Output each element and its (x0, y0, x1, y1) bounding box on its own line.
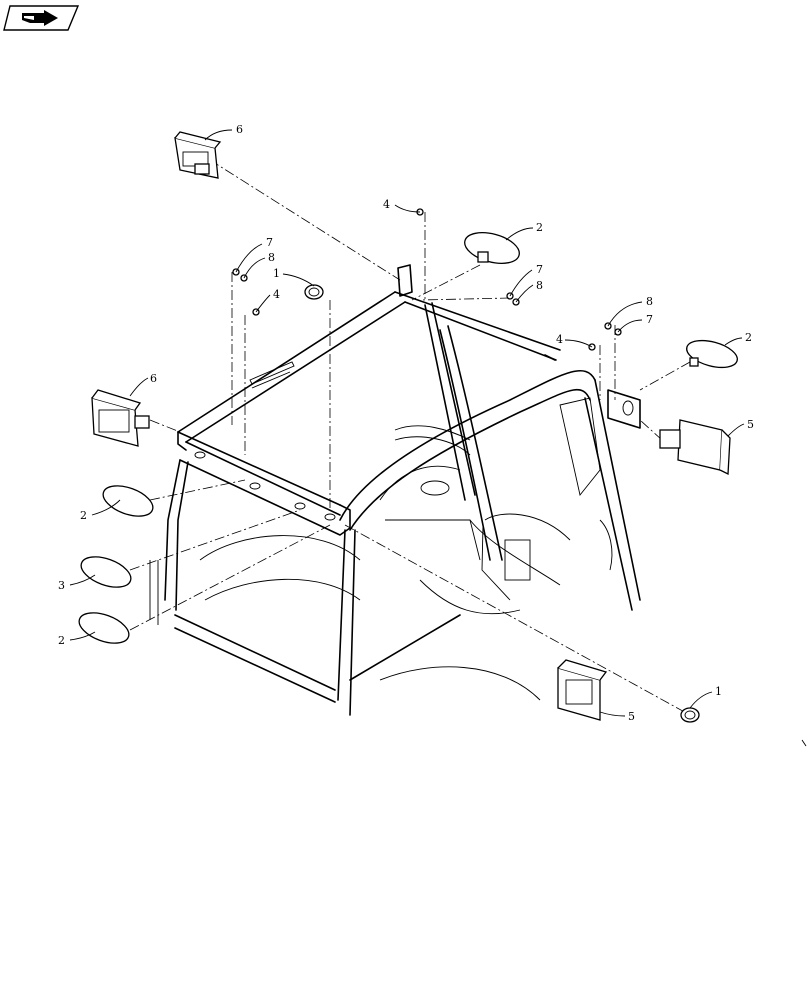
grommet-1-bottom[interactable] (680, 707, 700, 723)
marker-lamp-2-left-lower[interactable] (75, 607, 133, 649)
callout-6-top: 6 (236, 123, 243, 136)
marker-lamp-3-left[interactable] (77, 551, 135, 593)
work-lamp-6-top[interactable] (174, 131, 222, 179)
callout-6-left: 6 (150, 372, 157, 385)
callout-labels: 6 4 2 7 8 1 4 7 8 8 7 4 2 6 5 2 3 2 1 5 (58, 123, 754, 723)
callout-8-mid: 8 (536, 279, 543, 292)
page-turn-icon (22, 10, 58, 26)
marker-lamp-2-right[interactable] (684, 336, 740, 373)
marker-lamp-2-left-upper[interactable] (99, 480, 157, 522)
callout-2-top: 2 (536, 221, 543, 234)
callout-2-left-lower: 2 (58, 634, 65, 647)
grommet-1-top[interactable] (304, 284, 324, 300)
corner-mark (801, 739, 807, 747)
callout-3-left: 3 (58, 579, 65, 592)
callout-2-right: 2 (745, 331, 752, 344)
work-lamp-5-right[interactable] (659, 419, 731, 476)
callout-5-bottom: 5 (628, 710, 635, 723)
callout-8-right: 8 (646, 295, 653, 308)
work-lamp-5-bottom[interactable] (557, 659, 608, 721)
marker-lamp-2-top[interactable] (461, 227, 522, 269)
callout-1-bottom: 1 (715, 685, 722, 698)
page-nav-button[interactable] (3, 5, 80, 31)
callout-8-left: 8 (268, 251, 275, 264)
callout-7-right: 7 (646, 313, 653, 326)
callout-4-top: 4 (383, 198, 390, 211)
callout-4-left: 4 (273, 288, 280, 301)
callout-leaders (69, 129, 745, 717)
callout-1-top: 1 (273, 267, 280, 280)
callout-7-left: 7 (266, 236, 273, 249)
callout-4-right: 4 (556, 333, 563, 346)
callout-2-left-upper: 2 (80, 509, 87, 522)
assembly-leader-lines (129, 159, 691, 716)
rops-frame (149, 264, 641, 716)
callout-7-mid: 7 (536, 263, 543, 276)
work-lamp-6-left[interactable] (91, 389, 150, 447)
callout-5-right: 5 (747, 418, 754, 431)
